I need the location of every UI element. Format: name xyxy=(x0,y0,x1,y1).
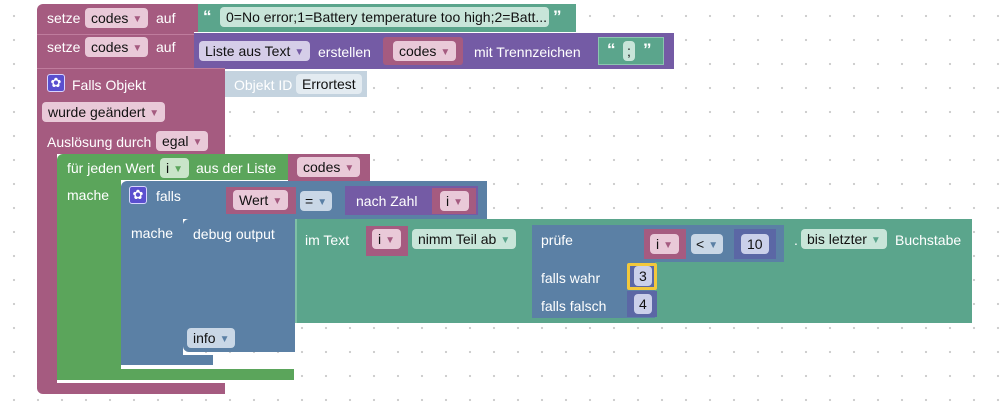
variable-dropdown-i[interactable]: i▼ xyxy=(440,191,470,211)
log-level-dropdown[interactable]: info▼ xyxy=(187,328,236,348)
end-mode-value: bis letzter xyxy=(807,231,867,247)
if-false-label: falls falsch xyxy=(541,298,607,314)
variable-dropdown-i[interactable]: i▼ xyxy=(372,229,402,249)
variable-name: Wert xyxy=(239,192,269,208)
log-level-value: info xyxy=(193,330,216,346)
from-list-label: aus der Liste xyxy=(196,160,277,176)
substring-mode-dropdown[interactable]: nimm Teil ab▼ xyxy=(412,229,517,249)
test-label: prüfe xyxy=(541,232,573,248)
compare-operator-dropdown[interactable]: =▼ xyxy=(300,191,333,211)
end-mode-dropdown[interactable]: bis letzter▼ xyxy=(801,229,887,249)
dropdown-arrow-icon: ▼ xyxy=(132,14,143,25)
for-each-label: für jeden Wert xyxy=(67,160,155,176)
compare-operator-dropdown[interactable]: <▼ xyxy=(691,234,724,254)
variable-name: i xyxy=(656,236,660,252)
cause-value: egal xyxy=(162,133,189,149)
dropdown-arrow-icon: ▼ xyxy=(500,235,511,246)
dropdown-arrow-icon: ▼ xyxy=(132,43,143,54)
trigger-block-bottom xyxy=(37,383,225,394)
condition-dropdown[interactable]: wurde geändert▼ xyxy=(42,102,166,122)
variable-dropdown-codes[interactable]: codes▼ xyxy=(85,37,149,57)
dropdown-arrow-icon: ▼ xyxy=(317,197,328,208)
variable-name: i xyxy=(446,193,450,209)
number-field-3[interactable]: 3 xyxy=(634,266,652,286)
condition-value: wurde geändert xyxy=(48,104,146,120)
dropdown-arrow-icon: ▼ xyxy=(385,235,396,246)
operator-value: < xyxy=(696,236,705,252)
trigger-block-spine xyxy=(37,154,57,388)
dropdown-arrow-icon: ▼ xyxy=(344,163,355,174)
gear-icon[interactable]: ✿ xyxy=(129,186,147,204)
dropdown-arrow-icon: ▼ xyxy=(440,47,451,58)
to-number-label: nach Zahl xyxy=(356,193,418,209)
set-label: setze xyxy=(47,10,81,26)
do-label: mache xyxy=(67,187,110,203)
debug-output-label: debug output xyxy=(193,226,275,242)
list-mode-value: Liste aus Text xyxy=(205,43,291,59)
cause-label: Auslösung durch xyxy=(47,134,152,150)
variable-name: i xyxy=(378,231,382,247)
delimiter-label: mit Trennzeichen xyxy=(474,44,581,60)
variable-dropdown-i[interactable]: i▼ xyxy=(650,234,680,254)
quote-open-icon: “ xyxy=(607,40,616,59)
variable-name: codes xyxy=(91,39,129,55)
letter-label: Buchstabe xyxy=(895,232,962,248)
variable-name: codes xyxy=(399,43,437,59)
object-id-field[interactable]: Errortest xyxy=(296,74,362,94)
variable-dropdown-codes[interactable]: codes▼ xyxy=(393,41,457,61)
variable-dropdown-codes[interactable]: codes▼ xyxy=(297,157,361,177)
quote-open-icon: “ xyxy=(203,7,212,26)
operator-value: = xyxy=(305,193,314,209)
to-label: auf xyxy=(156,39,176,55)
in-text-label: im Text xyxy=(305,232,350,248)
dot-label: . xyxy=(794,232,798,248)
dropdown-arrow-icon: ▼ xyxy=(294,47,305,58)
delimiter-field[interactable]: ; xyxy=(623,41,635,61)
dropdown-arrow-icon: ▼ xyxy=(272,196,283,207)
dropdown-arrow-icon: ▼ xyxy=(192,137,203,148)
dropdown-arrow-icon: ▼ xyxy=(453,197,464,208)
gear-icon[interactable]: ✿ xyxy=(47,74,65,92)
dropdown-arrow-icon: ▼ xyxy=(708,240,719,251)
create-label: erstellen xyxy=(318,44,371,60)
variable-name: codes xyxy=(91,10,129,26)
number-field-4[interactable]: 4 xyxy=(634,294,652,314)
if-bottom xyxy=(121,355,213,365)
object-id-label: Objekt ID xyxy=(234,77,293,93)
dropdown-arrow-icon: ▼ xyxy=(149,108,160,119)
quote-close-icon: ” xyxy=(553,7,562,26)
if-spine xyxy=(121,219,183,364)
variable-dropdown-wert[interactable]: Wert▼ xyxy=(233,190,289,210)
number-field-10[interactable]: 10 xyxy=(741,234,769,254)
for-each-spine xyxy=(57,180,121,380)
set-label: setze xyxy=(47,39,81,55)
list-mode-dropdown[interactable]: Liste aus Text▼ xyxy=(199,41,311,61)
to-label: auf xyxy=(156,10,176,26)
ternary-empty-area xyxy=(655,262,782,318)
variable-dropdown-codes[interactable]: codes▼ xyxy=(85,8,149,28)
quote-close-icon: ” xyxy=(643,40,652,59)
dropdown-arrow-icon: ▼ xyxy=(663,240,674,251)
text-value-field[interactable]: 0=No error;1=Battery temperature too hig… xyxy=(220,7,549,27)
dropdown-arrow-icon: ▼ xyxy=(219,334,230,345)
cause-dropdown[interactable]: egal▼ xyxy=(156,131,209,151)
loop-var-value: i xyxy=(166,160,170,176)
substring-mode-value: nimm Teil ab xyxy=(418,231,497,247)
variable-name: codes xyxy=(303,159,341,175)
if-label: falls xyxy=(156,188,181,204)
for-each-bottom xyxy=(57,369,294,380)
if-true-label: falls wahr xyxy=(541,270,601,286)
trigger-label: Falls Objekt xyxy=(72,77,146,93)
dropdown-arrow-icon: ▼ xyxy=(870,235,881,246)
if-do-label: mache xyxy=(131,225,174,241)
dropdown-arrow-icon: ▼ xyxy=(173,164,184,175)
loop-var-dropdown[interactable]: i▼ xyxy=(160,158,190,178)
